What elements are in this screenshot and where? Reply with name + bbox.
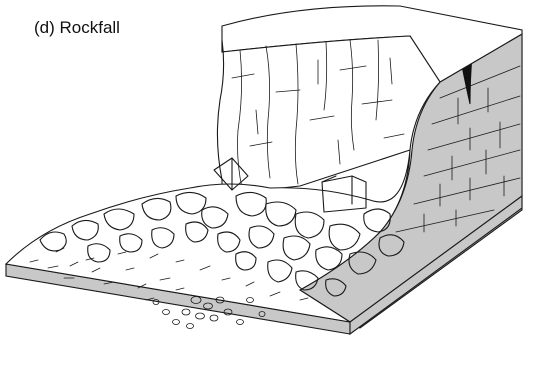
figure-caption: (d) Rockfall bbox=[34, 18, 120, 38]
